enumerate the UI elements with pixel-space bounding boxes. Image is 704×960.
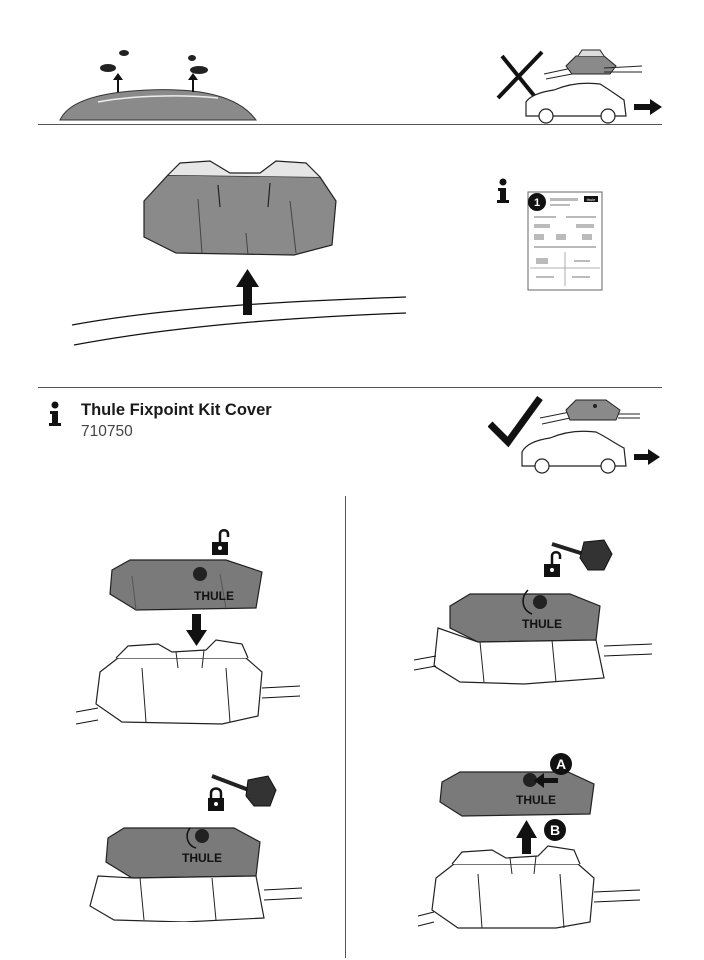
roof-illustration xyxy=(59,50,257,121)
kit-cover: THULE xyxy=(109,559,263,611)
unlock-cover-illustration: THULE xyxy=(414,539,653,685)
step-one-badge: 1 xyxy=(534,197,540,209)
step-a-badge: A xyxy=(556,756,566,772)
lock-cover-illustration: THULE xyxy=(89,774,303,922)
key-icon xyxy=(211,774,277,807)
fixpoint-foot-small xyxy=(565,49,617,75)
fixpoint-foot xyxy=(89,875,265,922)
arrow-right-icon xyxy=(634,449,660,465)
step-b-badge-bg xyxy=(544,819,566,841)
kit-cover: THULE xyxy=(105,827,261,879)
lift-foot-illustration xyxy=(71,160,407,346)
remove-cover-illustration: THULE A B xyxy=(418,753,641,929)
divider-top xyxy=(38,124,662,126)
cover-brand-label: THULE xyxy=(516,793,556,807)
section-title: Thule Fixpoint Kit Cover xyxy=(81,401,272,419)
arrow-up-icon xyxy=(113,73,198,92)
kit-cover: THULE xyxy=(439,771,595,817)
debris-icon xyxy=(100,50,208,74)
fixpoint-foot xyxy=(431,845,595,929)
fixpoint-foot-large xyxy=(143,160,337,256)
covered-foot-small xyxy=(565,399,621,421)
arrow-down-icon xyxy=(186,614,207,646)
right-transport-illustration xyxy=(488,395,660,474)
key-icon xyxy=(551,539,613,571)
place-cover-illustration: THULE xyxy=(76,529,301,725)
wrong-transport-illustration xyxy=(496,49,662,124)
info-icon xyxy=(49,401,61,426)
car-outline xyxy=(521,430,627,474)
checkmark-icon xyxy=(488,395,543,448)
divider-middle xyxy=(38,387,662,389)
manual-thumbnail: thule 1 xyxy=(527,191,603,291)
arrow-up-icon xyxy=(236,269,259,315)
step-a-badge-bg xyxy=(550,753,572,775)
fixpoint-foot xyxy=(433,627,605,685)
padlock-open-icon xyxy=(544,551,562,577)
arrow-right-icon xyxy=(634,99,662,115)
info-icon xyxy=(497,178,509,203)
manual-brand-label: thule xyxy=(587,197,596,202)
fixpoint-foot xyxy=(95,639,263,725)
cover-brand-label: THULE xyxy=(194,589,234,603)
part-number: 710750 xyxy=(81,423,133,440)
cross-icon xyxy=(496,50,544,100)
cover-brand-label: THULE xyxy=(182,851,222,865)
padlock-closed-icon xyxy=(208,787,224,811)
cover-brand-label: THULE xyxy=(522,617,562,631)
kit-cover: THULE xyxy=(449,589,601,643)
arrow-up-icon xyxy=(516,820,537,854)
divider-vertical xyxy=(345,496,347,958)
arrow-left-icon xyxy=(534,773,558,788)
car-outline xyxy=(525,82,627,124)
padlock-open-icon xyxy=(212,529,230,555)
step-b-badge: B xyxy=(550,822,560,838)
